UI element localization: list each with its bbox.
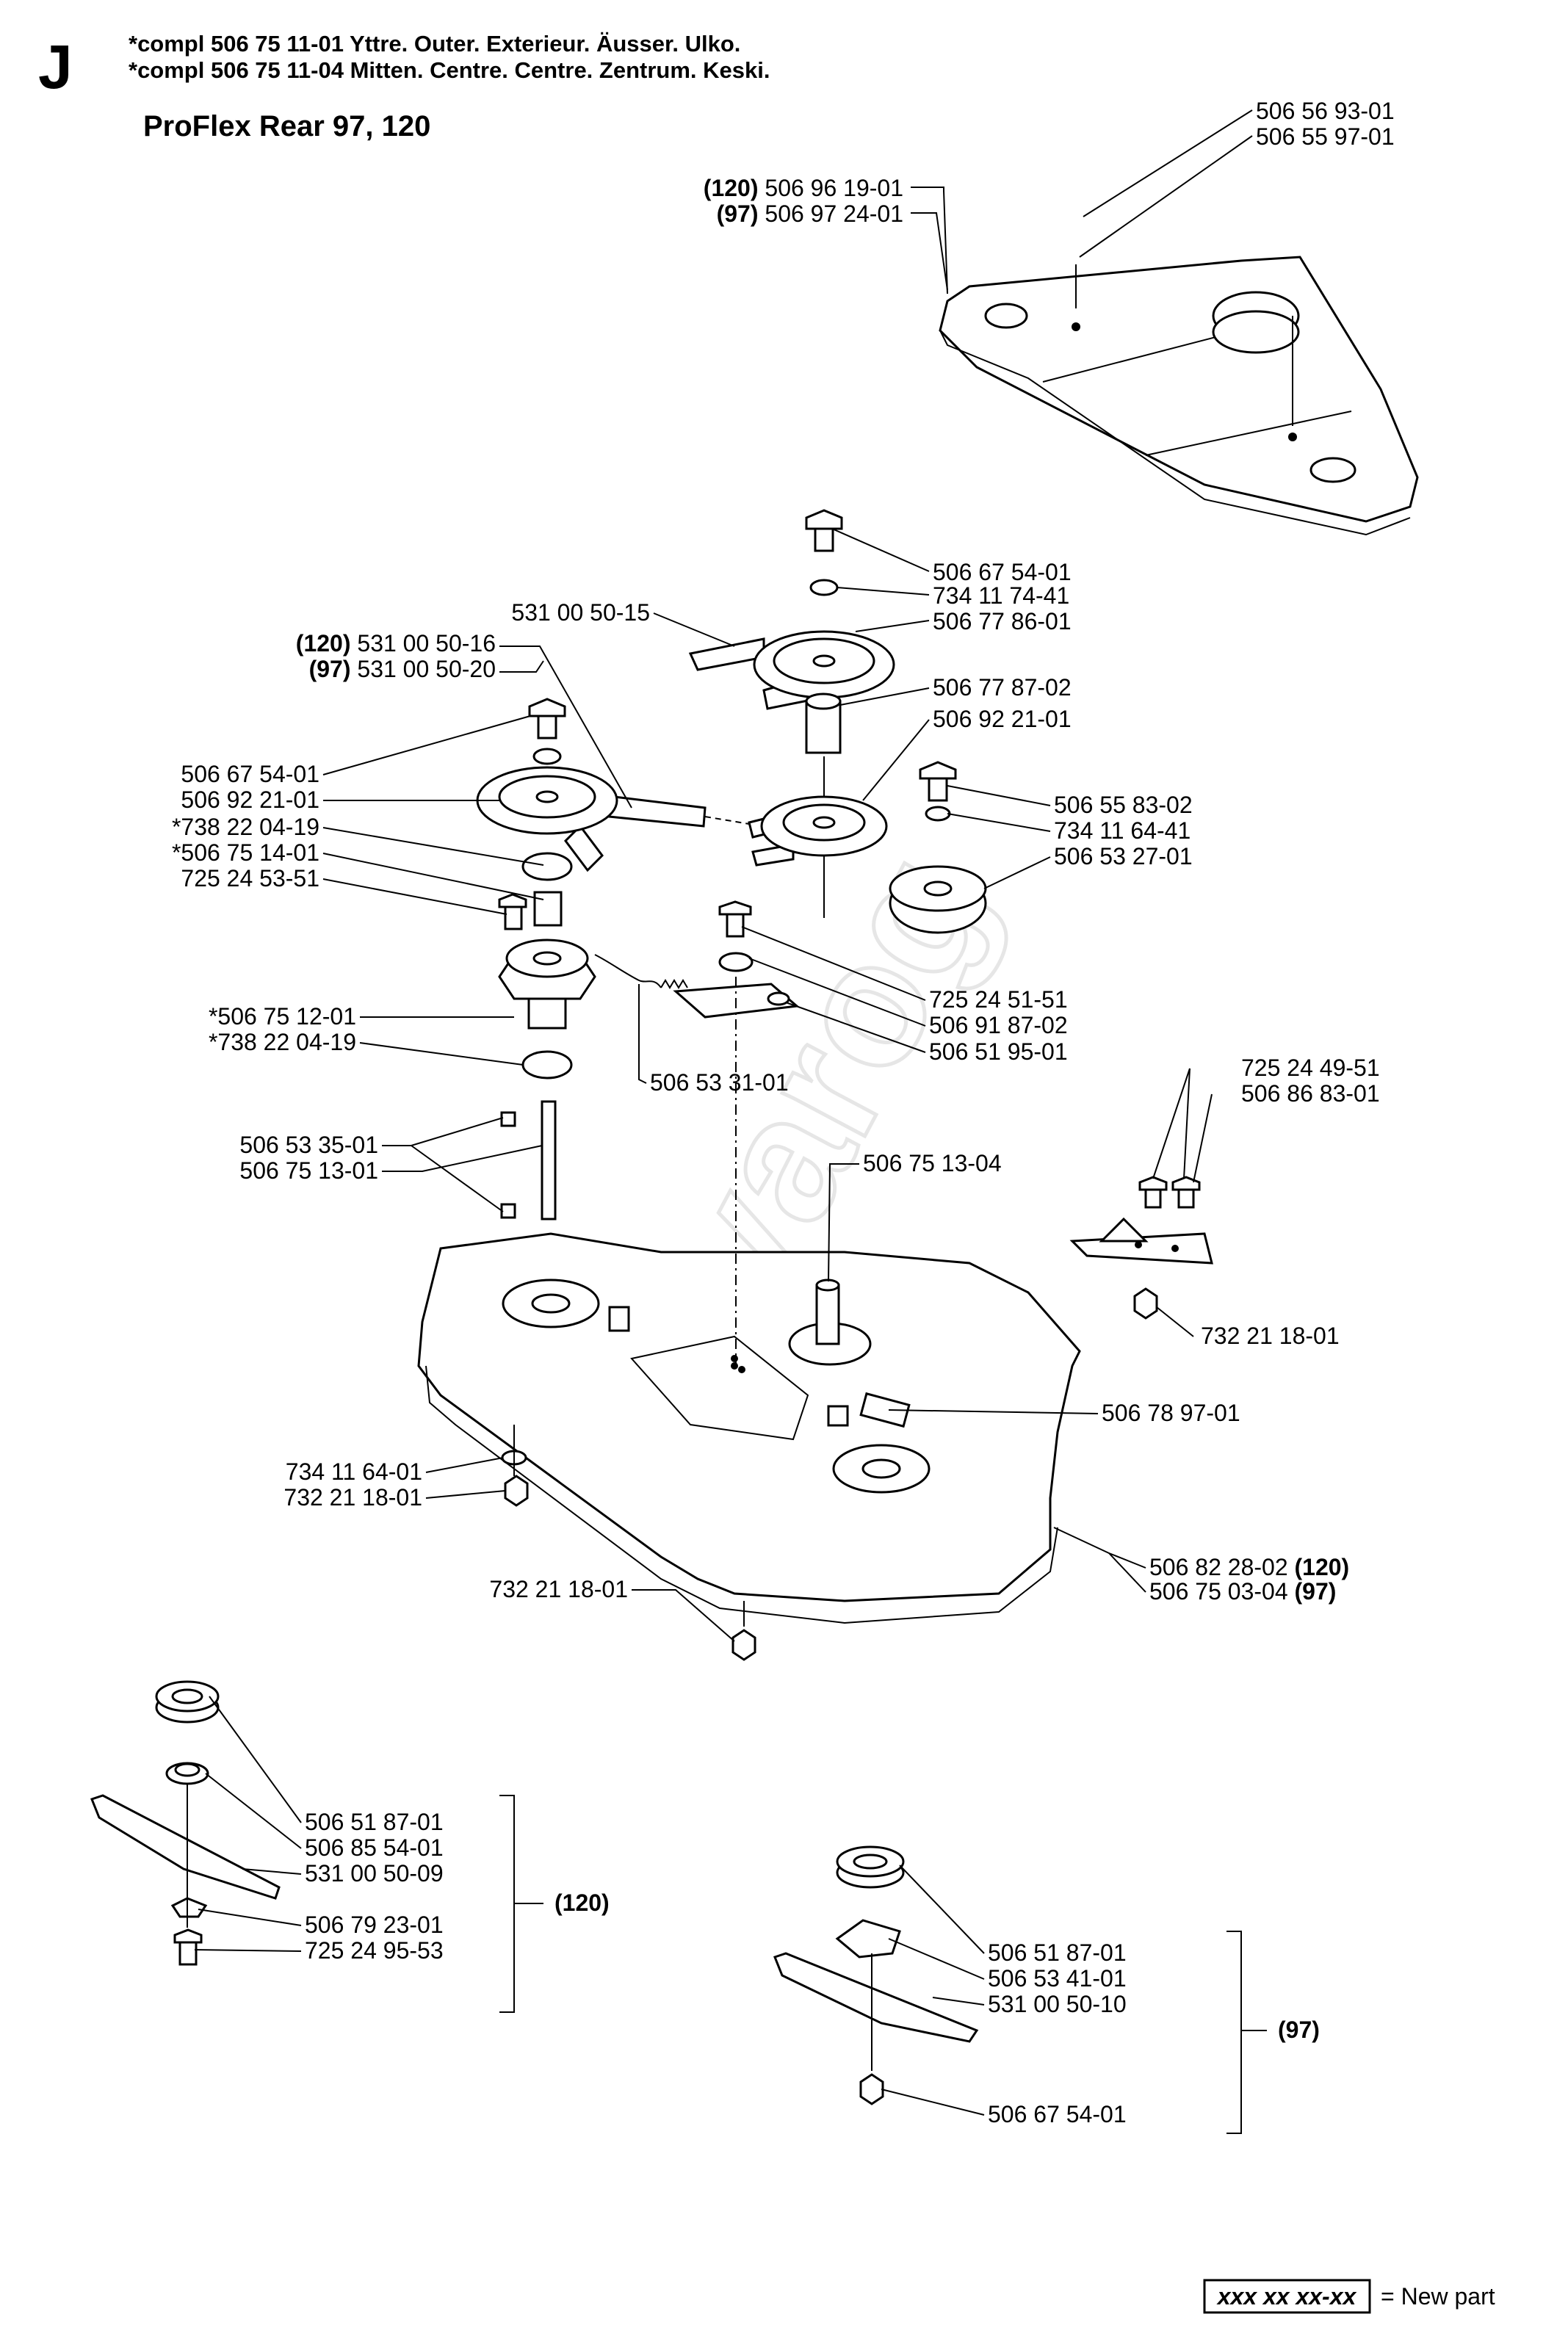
blade-set-120 xyxy=(90,1680,281,1966)
callout-738-22-04-19-b: *738 22 04-19 xyxy=(209,1029,356,1055)
callout-725-24-49-51: 725 24 49-51 xyxy=(1241,1055,1380,1081)
callout-734-11-74-41: 734 11 74-41 xyxy=(933,582,1069,609)
callout-506-55-83-02: 506 55 83-02 xyxy=(1054,792,1193,818)
callout-506-67-54-01-b: 506 67 54-01 xyxy=(181,761,319,787)
callout-506-53-27-01: 506 53 27-01 xyxy=(1054,843,1193,869)
callout-506-67-54-01-c: 506 67 54-01 xyxy=(988,2101,1127,2127)
callout-506-75-03-04: 506 75 03-04 (97) xyxy=(1149,1578,1336,1605)
callout-506-75-13-04: 506 75 13-04 xyxy=(863,1150,1002,1176)
callout-732-21-18-01-c: 732 21 18-01 xyxy=(489,1576,628,1602)
group-tag-120: (120) xyxy=(554,1889,610,1916)
callout-506-53-31-01: 506 53 31-01 xyxy=(650,1069,789,1096)
callout-506-53-41-01: 506 53 41-01 xyxy=(988,1965,1127,1992)
header-line-1: *compl 506 75 11-01 Yttre. Outer. Exteri… xyxy=(129,31,740,57)
top-cover-plate xyxy=(939,256,1419,536)
callout-506-96-19-01: (120) 506 96 19-01 xyxy=(704,175,903,201)
blade-set-97 xyxy=(773,1845,979,2105)
callout-506-55-97-01: 506 55 97-01 xyxy=(1256,123,1395,150)
page-title: ProFlex Rear 97, 120 xyxy=(143,110,430,142)
left-pulley-assembly xyxy=(476,698,750,1220)
nut-deck-bottom xyxy=(731,1629,756,1661)
callout-732-21-18-01-b: 732 21 18-01 xyxy=(283,1484,422,1511)
callout-506-85-54-01: 506 85 54-01 xyxy=(305,1834,444,1861)
callout-531-00-50-16: (120) 531 00 50-16 xyxy=(296,630,496,657)
callout-506-92-21-01-b: 506 92 21-01 xyxy=(181,786,319,813)
callout-506-86-83-01: 506 86 83-01 xyxy=(1241,1080,1380,1107)
callout-506-97-24-01: (97) 506 97 24-01 xyxy=(717,200,903,227)
callout-506-75-12-01: *506 75 12-01 xyxy=(209,1003,356,1030)
callout-506-92-21-01-a: 506 92 21-01 xyxy=(933,706,1072,732)
callout-506-79-23-01: 506 79 23-01 xyxy=(305,1912,444,1938)
callout-506-56-93-01: 506 56 93-01 xyxy=(1256,98,1395,124)
callout-506-78-97-01: 506 78 97-01 xyxy=(1102,1400,1240,1426)
callout-734-11-64-41: 734 11 64-41 xyxy=(1054,817,1191,844)
callout-labels: 506 56 93-01 506 55 97-01 (120) 506 96 1… xyxy=(172,98,1395,2127)
callout-506-91-87-02: 506 91 87-02 xyxy=(929,1012,1068,1038)
right-pulley-assembly xyxy=(889,761,987,934)
callout-531-00-50-15: 531 00 50-15 xyxy=(511,599,650,626)
legend-new-part-text: = New part xyxy=(1381,2283,1495,2310)
callout-506-53-35-01: 506 53 35-01 xyxy=(239,1132,378,1158)
callout-506-77-86-01: 506 77 86-01 xyxy=(933,608,1072,634)
section-letter: J xyxy=(38,32,73,101)
leader-lines xyxy=(187,528,1267,2134)
callout-732-21-18-01-a: 732 21 18-01 xyxy=(1201,1323,1340,1349)
callout-506-51-95-01: 506 51 95-01 xyxy=(929,1038,1068,1065)
callout-506-67-54-01-a: 506 67 54-01 xyxy=(933,559,1072,585)
right-bracket xyxy=(1069,1176,1213,1320)
legend-new-part-code: xxx xx xx-xx xyxy=(1216,2283,1357,2310)
top-pulley-assembly xyxy=(688,509,895,918)
callout-506-51-87-01-a: 506 51 87-01 xyxy=(305,1809,444,1835)
mower-deck xyxy=(417,1232,1081,1624)
legend: xxx xx xx-xx = New part xyxy=(1203,2279,1495,2314)
callout-506-75-14-01: *506 75 14-01 xyxy=(172,839,319,866)
callout-734-11-64-01: 734 11 64-01 xyxy=(286,1458,422,1485)
callout-725-24-53-51: 725 24 53-51 xyxy=(181,865,319,892)
callout-725-24-51-51: 725 24 51-51 xyxy=(929,986,1068,1013)
callout-531-00-50-10: 531 00 50-10 xyxy=(988,1991,1127,2017)
nut-under-deck xyxy=(504,1475,529,1507)
callout-506-51-87-01-b: 506 51 87-01 xyxy=(988,1939,1127,1966)
callout-531-00-50-09: 531 00 50-09 xyxy=(305,1860,444,1887)
callout-506-75-13-01: 506 75 13-01 xyxy=(239,1157,378,1184)
callout-738-22-04-19-a: *738 22 04-19 xyxy=(172,814,319,840)
callout-506-77-87-02: 506 77 87-02 xyxy=(933,674,1072,701)
callout-725-24-95-53: 725 24 95-53 xyxy=(305,1937,444,1964)
header-line-2: *compl 506 75 11-04 Mitten. Centre. Cent… xyxy=(129,57,770,83)
callout-531-00-50-20: (97) 531 00 50-20 xyxy=(309,656,496,682)
group-tag-97: (97) xyxy=(1278,2017,1320,2043)
callout-506-82-28-02: 506 82 28-02 (120) xyxy=(1149,1554,1349,1580)
idler-arm-assembly xyxy=(594,900,800,1019)
